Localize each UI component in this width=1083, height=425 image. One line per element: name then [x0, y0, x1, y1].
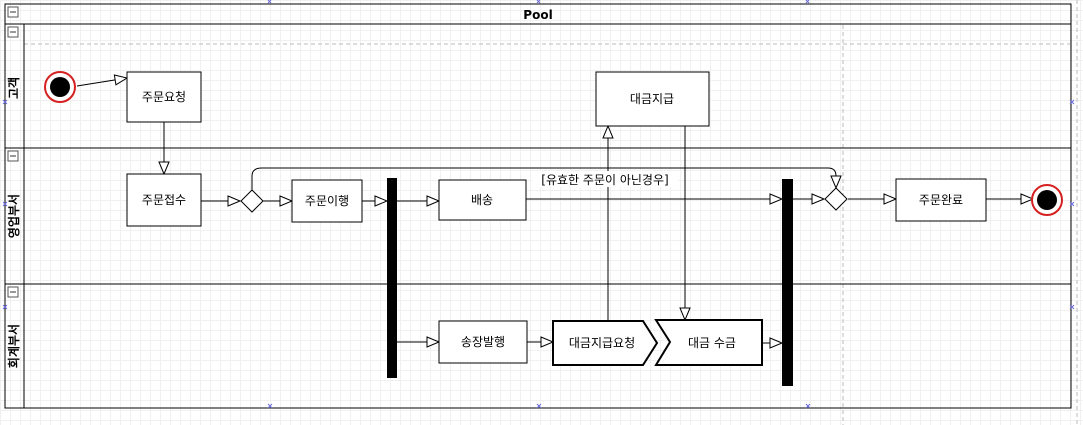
activity-order-fulfill[interactable]: 주문이행: [291, 179, 363, 223]
lane-collapse-icon[interactable]: [7, 150, 19, 162]
lane-collapse-icon[interactable]: [7, 26, 19, 38]
selection-handle[interactable]: [2, 0, 1075, 409]
activity-order-complete[interactable]: 주문완료: [895, 178, 987, 222]
activity-label: 대금지급요청: [569, 336, 635, 350]
activity-label: 대금지급: [630, 92, 674, 106]
send-signal-payment-request[interactable]: 대금지급요청: [552, 320, 659, 366]
edge-start-to-order-request[interactable]: [76, 78, 127, 87]
decision-node[interactable]: [240, 189, 264, 213]
lane-collapse-icon[interactable]: [7, 286, 19, 298]
end-node[interactable]: [1031, 184, 1063, 216]
join-bar[interactable]: [782, 179, 793, 386]
start-node[interactable]: [44, 71, 76, 103]
activity-label: 배송: [471, 193, 493, 207]
activity-label: 대금 수금: [688, 336, 736, 350]
guard-label-background: [532, 171, 678, 187]
activity-payment[interactable]: 대금지급: [595, 71, 710, 127]
activity-label: 송장발행: [461, 334, 505, 349]
pool[interactable]: Pool: [4, 3, 1072, 409]
accept-event-payment-receive[interactable]: 대금 수금: [654, 319, 763, 366]
lane-label-customer: 고객: [7, 77, 21, 99]
lane-label-sales: 영업부서: [6, 194, 21, 238]
pool-title: Pool: [523, 8, 552, 22]
activity-label: 주문접수: [142, 193, 186, 207]
lane-label-accounting: 회계부서: [6, 324, 21, 368]
activity-order-request[interactable]: 주문요청: [126, 71, 202, 123]
activity-order-receipt[interactable]: 주문접수: [126, 173, 202, 227]
activity-invoice[interactable]: 송장발행: [438, 320, 528, 364]
activity-delivery[interactable]: 배송: [438, 179, 527, 221]
merge-node[interactable]: [824, 187, 848, 211]
edge-invalid-order-bypass[interactable]: [251, 167, 836, 190]
activity-label: 주문요청: [142, 90, 186, 104]
activity-label: 주문이행: [305, 193, 349, 208]
guard-label: [유효한 주문이 아닌경우]: [541, 173, 668, 187]
fork-bar[interactable]: [387, 178, 397, 378]
activity-label: 주문완료: [919, 193, 963, 207]
